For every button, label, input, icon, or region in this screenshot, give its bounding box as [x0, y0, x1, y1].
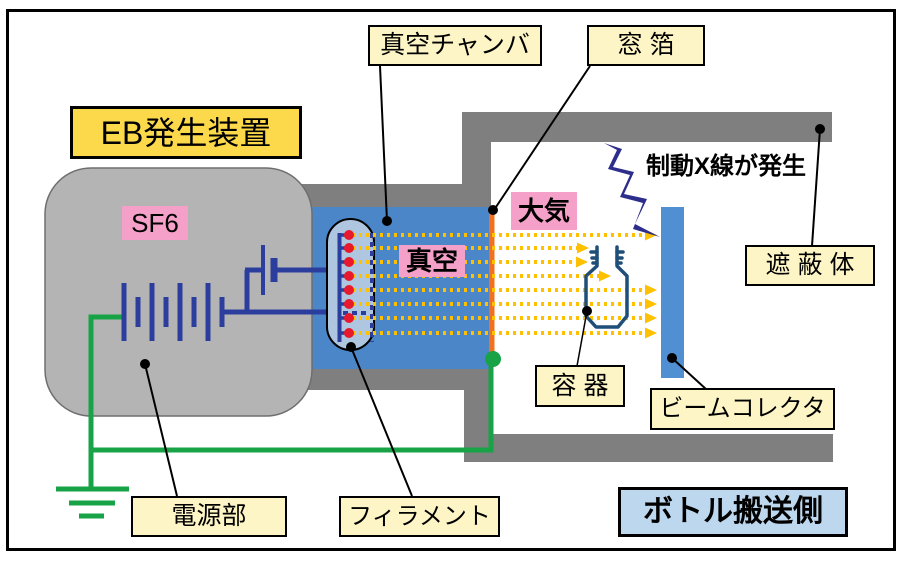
- eb-generator-label: EB発生装置: [70, 106, 302, 159]
- window-foil-line: [489, 206, 495, 358]
- window-foil-label: 窓 箔: [587, 25, 705, 66]
- bias-battery: [244, 245, 328, 312]
- vacuum-label: 真空: [399, 245, 465, 277]
- shield-top-bar: [462, 112, 832, 142]
- filament-label: フィラメント: [339, 496, 500, 537]
- leader-lines: [140, 65, 825, 497]
- ground-wiring: [56, 314, 494, 519]
- battery-symbol: [121, 283, 225, 341]
- shield-bottom-bar: [464, 434, 833, 462]
- chamber-wall-bottom: [300, 368, 491, 390]
- beam-collector-label: ビームコレクタ: [650, 388, 835, 430]
- foil-ground-node: [485, 351, 501, 367]
- beam-collector-plate: [661, 207, 684, 378]
- bottle-outline: [584, 245, 629, 329]
- sf6-gas-label: SF6: [122, 206, 188, 240]
- power-circuit: [121, 245, 341, 341]
- atmosphere-label: 大気: [511, 192, 577, 230]
- chamber-top-connector: [462, 140, 491, 186]
- vacuum-chamber-label: 真空チャンバ: [368, 25, 542, 66]
- figure-border: [6, 9, 896, 551]
- filament-cathode: [337, 233, 374, 342]
- shield-label: 遮 蔽 体: [745, 245, 875, 286]
- bottle-transport-label: ボトル搬送側: [618, 487, 848, 537]
- filament-emitter-dots: [344, 230, 354, 338]
- container-label: 容 器: [535, 365, 625, 407]
- xray-note-text: 制動X線が発生: [645, 153, 806, 180]
- power-supply-label: 電源部: [131, 496, 287, 537]
- chamber-wall-top: [300, 184, 491, 208]
